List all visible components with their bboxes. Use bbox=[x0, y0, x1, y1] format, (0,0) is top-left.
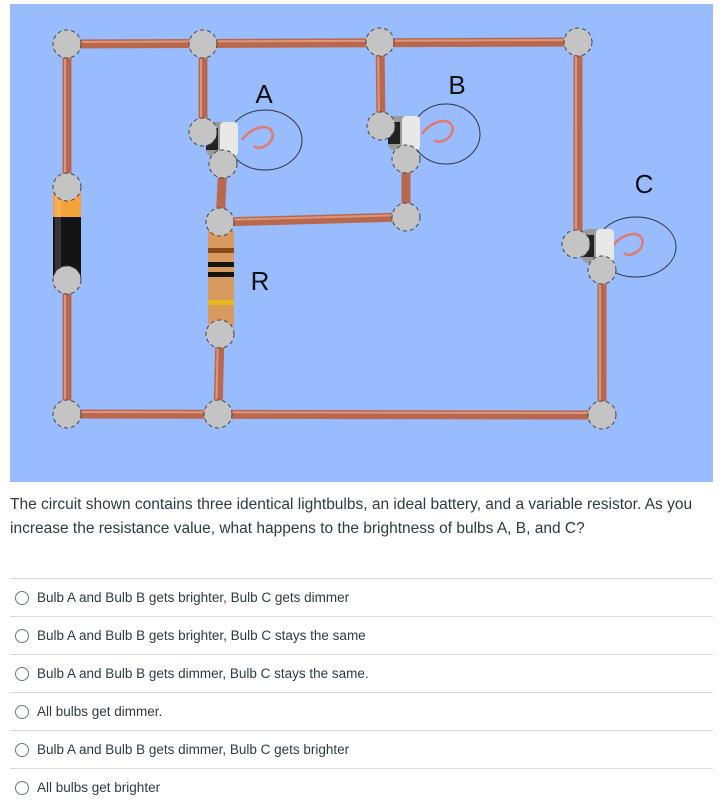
bulb-b-label: B bbox=[448, 70, 465, 100]
radio-button[interactable] bbox=[15, 742, 29, 757]
radio-button[interactable] bbox=[15, 780, 29, 795]
answer-label: Bulb A and Bulb B gets brighter, Bulb C … bbox=[37, 590, 350, 605]
answer-option-5[interactable]: Bulb A and Bulb B gets dimmer, Bulb C ge… bbox=[10, 730, 713, 768]
answer-label: All bulbs get dimmer. bbox=[37, 704, 163, 719]
answer-option-6[interactable]: All bulbs get brighter bbox=[10, 768, 713, 806]
answer-option-1[interactable]: Bulb A and Bulb B gets brighter, Bulb C … bbox=[10, 578, 713, 616]
circuit-diagram: A B C R bbox=[10, 4, 713, 482]
radio-button[interactable] bbox=[15, 666, 29, 681]
radio-button[interactable] bbox=[15, 590, 29, 605]
answer-label: Bulb A and Bulb B gets dimmer, Bulb C ge… bbox=[37, 742, 350, 757]
answer-label: Bulb A and Bulb B gets dimmer, Bulb C st… bbox=[37, 666, 369, 681]
answer-label: Bulb A and Bulb B gets brighter, Bulb C … bbox=[37, 628, 366, 643]
answer-label: All bulbs get brighter bbox=[37, 780, 161, 795]
bulb-c-label: C bbox=[635, 169, 654, 199]
bulb-a-label: A bbox=[255, 79, 273, 109]
radio-button[interactable] bbox=[15, 628, 29, 643]
variable-resistor[interactable] bbox=[208, 222, 234, 334]
resistor-label: R bbox=[251, 266, 270, 296]
answer-option-3[interactable]: Bulb A and Bulb B gets dimmer, Bulb C st… bbox=[10, 654, 713, 692]
radio-button[interactable] bbox=[15, 704, 29, 719]
answer-option-4[interactable]: All bulbs get dimmer. bbox=[10, 692, 713, 730]
answer-list: Bulb A and Bulb B gets brighter, Bulb C … bbox=[10, 578, 713, 806]
question-text: The circuit shown contains three identic… bbox=[10, 496, 693, 537]
wire-highlights bbox=[64, 39, 603, 415]
junction-nodes[interactable] bbox=[52, 27, 617, 430]
answer-option-2[interactable]: Bulb A and Bulb B gets brighter, Bulb C … bbox=[10, 616, 713, 654]
